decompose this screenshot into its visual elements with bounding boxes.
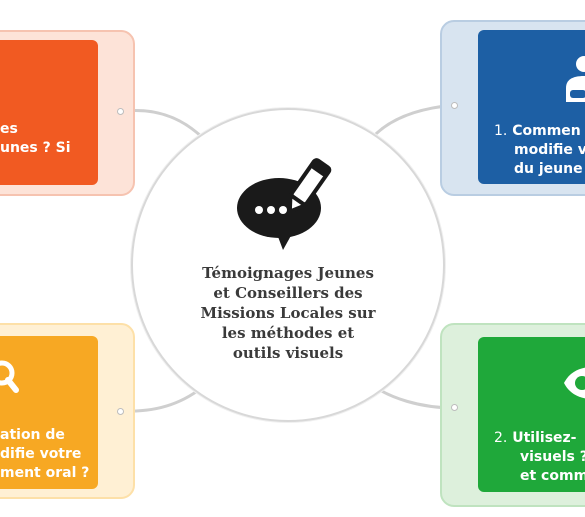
topic-card-bottom-right[interactable]: 2. Utilisez- visuels ? et comm	[478, 337, 585, 492]
topic-text-line: du jeune	[514, 161, 583, 177]
topic-card-bottom-left[interactable]: ation de difie votre ment oral ?	[0, 336, 98, 489]
topic-text-line: unes ? Si	[0, 140, 71, 156]
connector-dot	[117, 408, 124, 415]
topic-text-line: visuels ?	[520, 449, 585, 465]
topic-card-top-left[interactable]: es unes ? Si	[0, 40, 98, 185]
topic-number: 2.	[494, 430, 508, 446]
title-line: et Conseillers des	[213, 284, 363, 302]
topic-text-line: ation de	[0, 427, 65, 443]
topic-text-line: es	[0, 121, 18, 137]
title-line: Missions Locales sur	[200, 304, 376, 322]
title-line: les méthodes et	[221, 324, 355, 342]
topic-card-top-right[interactable]: 1. Commen modifie v du jeune	[478, 30, 585, 184]
connector-dot	[451, 102, 458, 109]
central-topic-title: Témoignages Jeunes et Conseillers des Mi…	[176, 263, 400, 363]
topic-text-line: et comm	[520, 468, 585, 484]
central-topic-circle[interactable]	[131, 108, 445, 422]
person-icon	[566, 56, 585, 102]
title-line: Témoignages Jeunes	[202, 264, 374, 282]
topic-text-line: 2. Utilisez-	[494, 430, 577, 446]
topic-text-line: ment oral ?	[0, 465, 90, 481]
connector-dot	[117, 108, 124, 115]
speech-bubble-pencil-icon	[237, 158, 332, 250]
topic-text-line: 1. Commen	[494, 123, 581, 139]
topic-text-line: difie votre	[0, 446, 82, 462]
eye-icon	[564, 367, 585, 399]
topic-text-line: modifie v	[514, 142, 585, 158]
connector-dot	[451, 404, 458, 411]
search-icon	[0, 360, 19, 393]
topic-number: 1.	[494, 123, 508, 139]
title-line: outils visuels	[232, 344, 344, 362]
